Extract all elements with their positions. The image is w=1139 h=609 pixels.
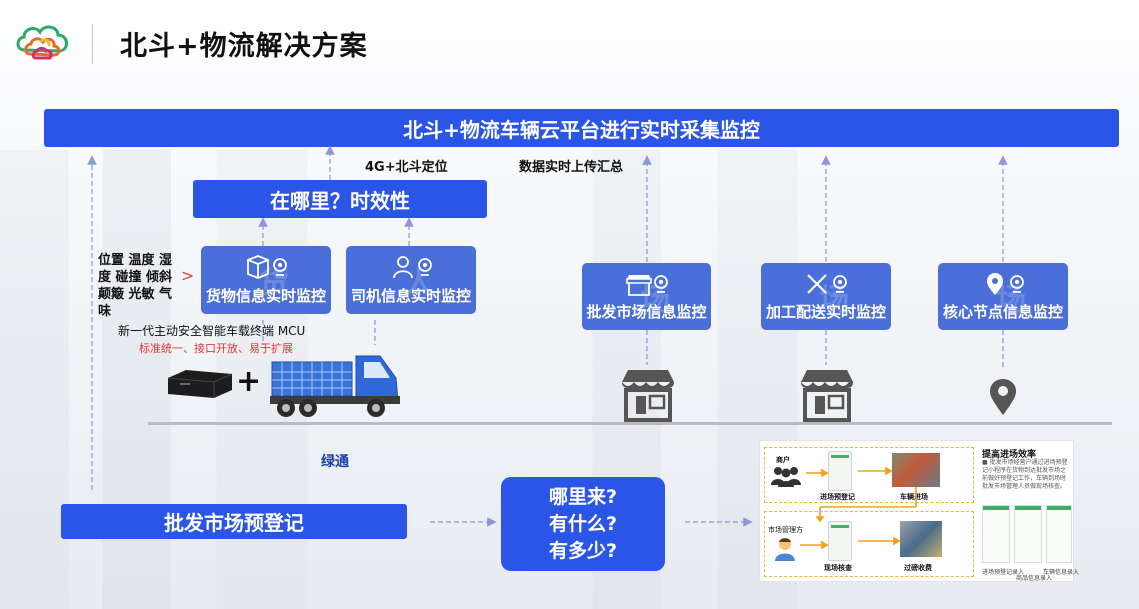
screen-caption-goods: 商品信息录入 bbox=[1016, 575, 1053, 582]
card-node-monitor: 场 核心节点信息监控 bbox=[938, 263, 1068, 330]
onsite-check-label: 现场核查 bbox=[824, 564, 852, 572]
card-watermark: 场 bbox=[819, 283, 849, 318]
plus-sign: + bbox=[236, 364, 262, 399]
card-label: 批发市场信息监控 bbox=[586, 303, 707, 321]
terminal-label: 新一代主动安全智能车载终端 MCU bbox=[118, 324, 306, 338]
flow-panel-description: ■ 批发市场经营户通过进场预登记小程序在货物到达批发市场之前做好预登记工作，车辆… bbox=[982, 459, 1068, 490]
screen-caption-vehicle: 车辆信息录入 bbox=[1043, 569, 1080, 576]
entry-flow-panel: 商户 进场预登记 车辆进场 市场管理方 现场核查 过磅收费 提高进场效率 ■ 批… bbox=[759, 440, 1079, 582]
goods-screen-image bbox=[1014, 505, 1042, 563]
card-label: 货物信息实时监控 bbox=[205, 287, 326, 305]
card-label: 核心节点信息监控 bbox=[942, 303, 1063, 321]
truck-icon bbox=[270, 355, 400, 417]
weigh-fee-photo bbox=[900, 521, 942, 557]
merchants-group-icon bbox=[771, 467, 801, 487]
upload-label: 数据实时上传汇总 bbox=[519, 160, 624, 175]
store-icon bbox=[625, 275, 668, 296]
positioning-label: 4G+北斗定位 bbox=[365, 160, 448, 175]
vehicle-enter-photo bbox=[892, 453, 940, 487]
question-where-from: 哪里来? bbox=[548, 485, 618, 508]
location-pin-icon bbox=[987, 273, 1024, 295]
card-label: 加工配送实时监控 bbox=[765, 303, 886, 321]
vehicle-screen-image bbox=[1046, 505, 1072, 563]
green-channel-label: 绿通 bbox=[321, 454, 349, 470]
card-label: 司机信息实时监控 bbox=[350, 287, 471, 305]
card-watermark: 场 bbox=[996, 283, 1026, 318]
page-title: 北斗+物流解决方案 bbox=[120, 31, 368, 62]
question-what: 有什么? bbox=[548, 512, 618, 535]
manager-flow-box bbox=[764, 511, 974, 577]
merchant-label: 商户 bbox=[776, 456, 790, 464]
ground-baseline bbox=[148, 422, 1112, 425]
card-market-monitor: 场 批发市场信息监控 bbox=[582, 263, 711, 330]
preregister-label: 进场预登记 bbox=[820, 493, 855, 501]
weigh-fee-label: 过磅收费 bbox=[904, 564, 932, 572]
tools-icon bbox=[807, 274, 847, 294]
header-divider bbox=[92, 24, 93, 64]
preregister-phone-image bbox=[828, 451, 852, 491]
card-processing-monitor: 场 加工配送实时监控 bbox=[761, 263, 891, 330]
card-watermark: 货 bbox=[259, 266, 289, 301]
manager-avatar-icon bbox=[775, 538, 795, 561]
question-box: 哪里来? 有什么? 有多少? bbox=[501, 477, 665, 571]
card-watermark: 场 bbox=[640, 283, 670, 318]
vehicle-enter-label: 车辆进场 bbox=[900, 493, 928, 501]
terminal-note: 标准统一、接口开放、易于扩展 bbox=[139, 342, 293, 355]
market-preregistration-bar: 批发市场预登记 bbox=[61, 504, 407, 539]
market-store-icon bbox=[622, 370, 674, 422]
node-pin-icon bbox=[990, 379, 1016, 415]
sensor-list: 位置 温度 湿度 碰撞 倾斜 颠簸 光敏 气味 bbox=[98, 253, 173, 319]
market-manager-label: 市场管理方 bbox=[768, 526, 803, 534]
screen-caption-preregister: 进场预登记录入 bbox=[982, 569, 1025, 576]
flow-panel-title: 提高进场效率 bbox=[982, 450, 1037, 460]
preregister-screen-image bbox=[982, 505, 1010, 563]
processing-store-icon bbox=[801, 370, 853, 422]
person-icon bbox=[393, 256, 432, 279]
merchant-flow-box bbox=[764, 447, 974, 503]
platform-bar: 北斗+物流车辆云平台进行实时采集监控 bbox=[44, 109, 1119, 147]
cloud-logo-icon bbox=[16, 25, 68, 60]
package-icon bbox=[247, 255, 287, 279]
card-cargo-monitor: 货 货物信息实时监控 bbox=[201, 246, 331, 314]
onsite-check-phone-image bbox=[828, 521, 852, 561]
card-driver-monitor: 人 司机信息实时监控 bbox=[346, 246, 476, 314]
where-timeliness-bar: 在哪里？时效性 bbox=[193, 180, 487, 218]
terminal-device-icon bbox=[167, 370, 233, 398]
flow-arrows bbox=[800, 466, 917, 550]
question-how-many: 有多少? bbox=[548, 539, 618, 562]
sensor-arrow-icon: > bbox=[181, 266, 195, 285]
